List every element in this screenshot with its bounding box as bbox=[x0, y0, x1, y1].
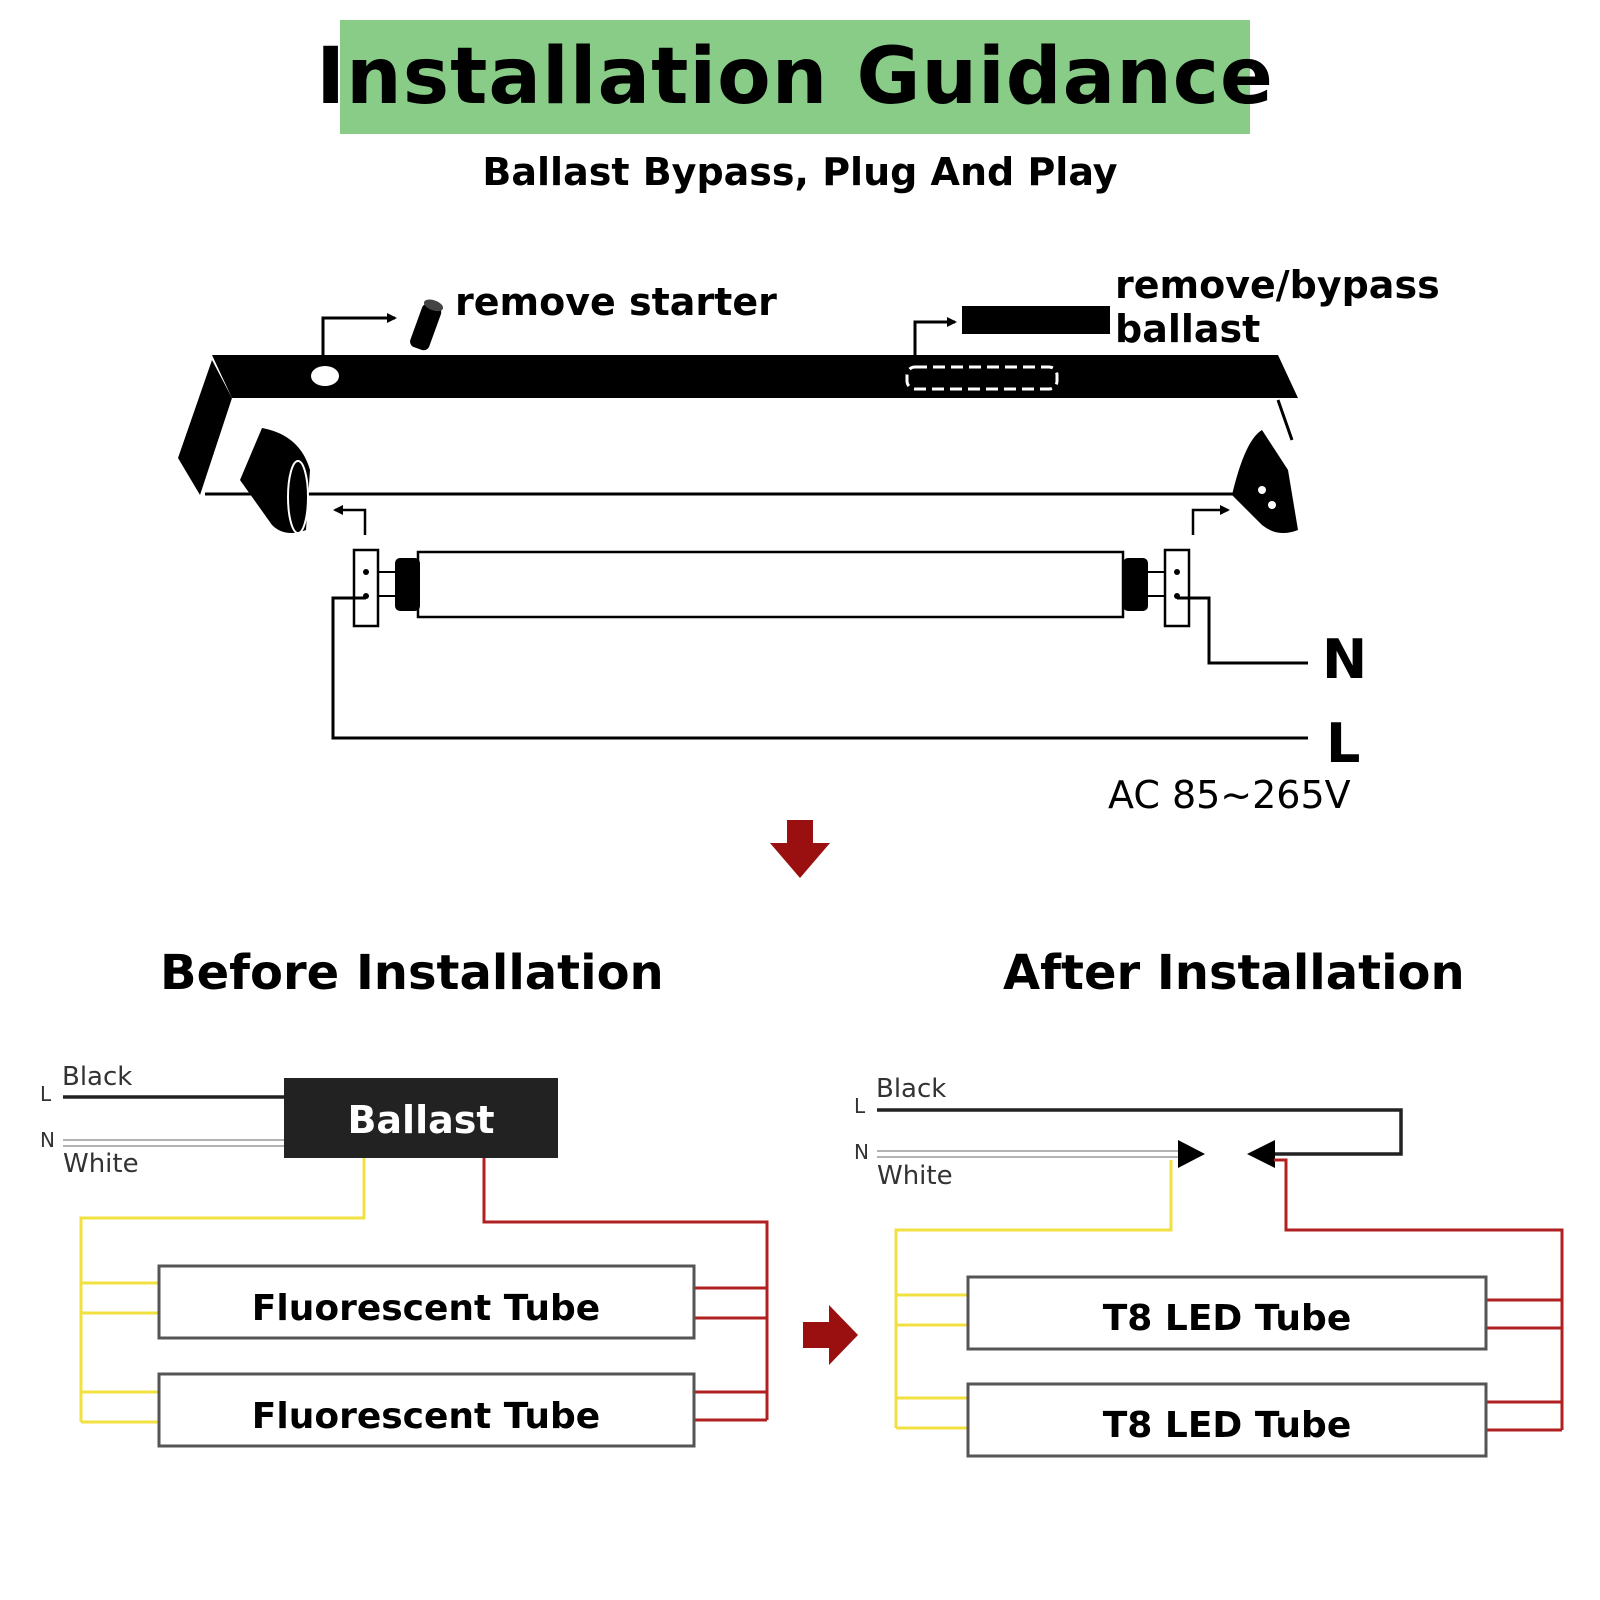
after-red-wire bbox=[1274, 1158, 1564, 1432]
tube-right-cap bbox=[1123, 558, 1148, 611]
page-title: Installation Guidance bbox=[316, 32, 1274, 122]
after-tube-1 bbox=[966, 1275, 1488, 1351]
starter-arrow bbox=[321, 313, 397, 362]
after-live-wire-label: Black bbox=[876, 1074, 946, 1104]
right-arrow-icon bbox=[803, 1305, 858, 1365]
voltage-label: AC 85~265V bbox=[1108, 773, 1351, 817]
fixture-illustration: remove starter remove/bypass ballast bbox=[178, 263, 1440, 535]
before-neutral-wire-label: White bbox=[63, 1149, 139, 1179]
tube-body bbox=[416, 550, 1125, 619]
starter-socket bbox=[311, 366, 339, 386]
after-yellow-wire bbox=[894, 1160, 1173, 1430]
led-tube-illustration: N L AC 85~265V bbox=[331, 548, 1367, 817]
before-installation-heading: Before Installation bbox=[160, 945, 664, 1001]
live-wire bbox=[331, 596, 1308, 740]
after-white-arrowhead bbox=[1178, 1140, 1205, 1168]
after-wiring-diagram: L Black N White T8 LED Tube T8 LED Tube bbox=[854, 1074, 1564, 1458]
fixture-housing bbox=[212, 355, 1298, 398]
after-tube-2 bbox=[966, 1382, 1488, 1458]
before-tube-1 bbox=[157, 1264, 696, 1340]
ballast-outline bbox=[905, 365, 1059, 391]
before-red-wire bbox=[482, 1158, 769, 1422]
before-wiring-diagram: L Black N White Ballast Fluorescent Tube… bbox=[40, 1062, 769, 1448]
after-neutral-letter: N bbox=[854, 1140, 869, 1164]
after-installation-heading: After Installation bbox=[1003, 945, 1465, 1001]
after-neutral-wire-label: White bbox=[877, 1161, 953, 1191]
after-tube-2-label: T8 LED Tube bbox=[1103, 1405, 1352, 1446]
right-tombstone-socket bbox=[1232, 430, 1298, 534]
remove-starter-label: remove starter bbox=[455, 280, 777, 324]
after-tube-1-label: T8 LED Tube bbox=[1103, 1298, 1352, 1339]
before-tube-1-label: Fluorescent Tube bbox=[252, 1288, 600, 1329]
ballast-box bbox=[284, 1078, 558, 1158]
right-insert-arrow bbox=[1191, 505, 1230, 535]
neutral-wire bbox=[1177, 596, 1308, 665]
live-label: L bbox=[1326, 712, 1360, 775]
removed-ballast-block bbox=[962, 306, 1110, 334]
before-yellow-wire bbox=[79, 1158, 366, 1424]
after-live-letter: L bbox=[854, 1094, 866, 1118]
before-live-wire-label: Black bbox=[62, 1062, 132, 1092]
before-neutral-letter: N bbox=[40, 1128, 55, 1152]
after-black-arrowhead bbox=[1247, 1140, 1275, 1168]
tube-left-socket bbox=[352, 548, 380, 628]
starter-icon bbox=[410, 299, 444, 351]
before-live-letter: L bbox=[40, 1082, 52, 1106]
fixture-left-endcap bbox=[178, 360, 232, 495]
ballast-label: Ballast bbox=[347, 1098, 494, 1142]
page-subtitle: Ballast Bypass, Plug And Play bbox=[482, 150, 1118, 194]
down-arrow-icon bbox=[770, 820, 830, 878]
after-black-wire bbox=[877, 1108, 1403, 1156]
before-tube-2-label: Fluorescent Tube bbox=[252, 1396, 600, 1437]
remove-ballast-label-line1: remove/bypass bbox=[1115, 263, 1440, 307]
before-tube-2 bbox=[157, 1372, 696, 1448]
remove-ballast-label-line2: ballast bbox=[1115, 307, 1260, 351]
left-insert-arrow bbox=[333, 505, 367, 535]
title-banner: Installation Guidance bbox=[316, 20, 1273, 134]
ballast-arrow bbox=[913, 317, 957, 365]
tube-right-socket bbox=[1163, 548, 1191, 628]
tube-left-cap bbox=[395, 558, 420, 611]
neutral-label: N bbox=[1322, 628, 1367, 691]
